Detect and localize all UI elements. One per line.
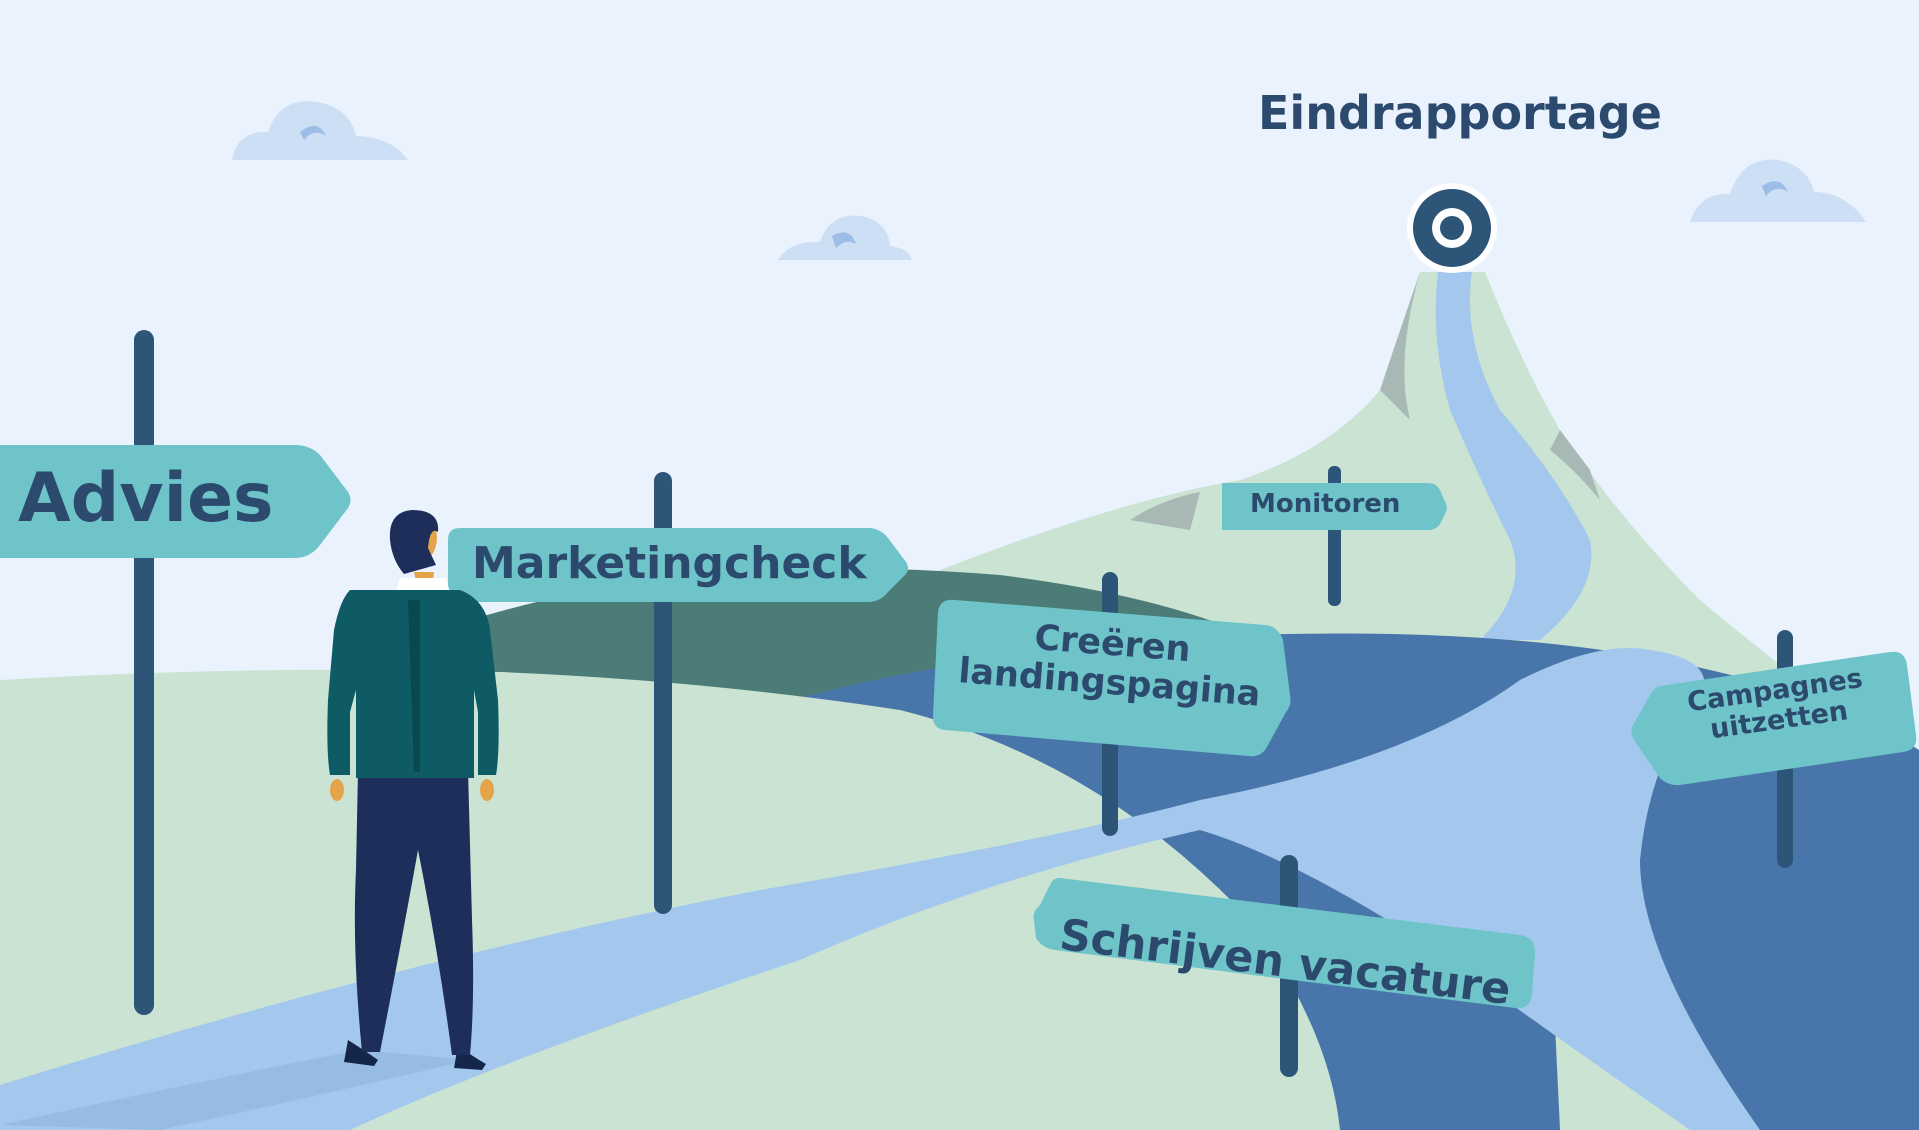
sign-monitoren[interactable] <box>1222 483 1447 530</box>
cloud-icon <box>1690 159 1866 222</box>
winding-path <box>0 648 1760 1130</box>
target-icon[interactable] <box>1407 183 1497 273</box>
businessman-figure <box>327 510 499 1070</box>
mountain-stream <box>1435 272 1592 640</box>
sign-monitoren-label: Monitoren <box>1250 489 1401 519</box>
sign-marketingcheck-label: Marketingcheck <box>472 538 867 589</box>
cloud-icon <box>232 101 408 160</box>
cloud-icon <box>778 215 912 260</box>
sign-schrijven-vacature[interactable] <box>1033 877 1535 1009</box>
goal-label: Eindrapportage <box>1258 86 1662 140</box>
sign-campagnes-uitzetten[interactable] <box>1631 651 1917 786</box>
sign-marketingcheck[interactable] <box>448 528 908 602</box>
sign-creeren-landingspagina[interactable] <box>933 599 1291 757</box>
sign-advies-label: Advies <box>18 459 274 538</box>
sign-advies[interactable] <box>0 445 351 558</box>
